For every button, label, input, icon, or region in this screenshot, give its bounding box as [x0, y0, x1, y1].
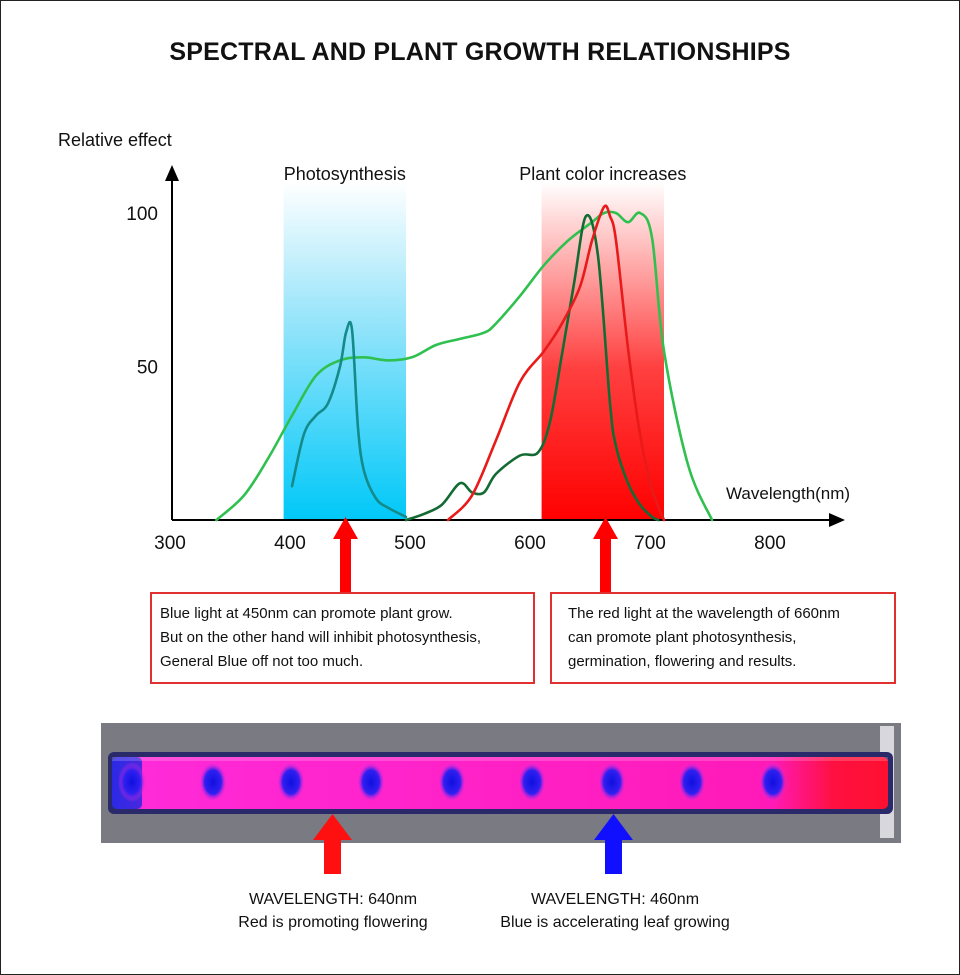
y-axis-arrowhead [165, 165, 179, 181]
series-line [446, 204, 666, 522]
note-line: germination, flowering and results. [568, 653, 797, 670]
y-tick-label: 50 [137, 358, 158, 379]
blue-led-dot [518, 762, 546, 802]
blue-led-dot [678, 762, 706, 802]
note-line: The red light at the wavelength of 660nm [568, 605, 840, 622]
y-tick-label: 100 [126, 204, 158, 225]
x-tick-label: 800 [754, 533, 786, 554]
note-line: Blue light at 450nm can promote plant gr… [160, 605, 453, 622]
blue-light-pointer-arrow [333, 517, 358, 594]
blue-led-dot [199, 762, 227, 802]
series-line [290, 320, 408, 519]
blue-wavelength-arrow [594, 814, 633, 874]
blue-led-dot [438, 762, 466, 802]
series-line [215, 210, 714, 522]
caption-wavelength: WAVELENGTH: 460nm [530, 891, 700, 908]
x-tick-label: 700 [634, 533, 666, 554]
blue-led-dot [118, 762, 146, 802]
blue-led-dot [357, 762, 385, 802]
caption-wavelength: WAVELENGTH: 640nm [248, 891, 418, 908]
note-line: But on the other hand will inhibit photo… [160, 629, 482, 646]
y-axis-label: Relative effect [58, 130, 172, 150]
series-line [404, 213, 660, 522]
figure-title: SPECTRAL AND PLANT GROWTH RELATIONSHIPS [169, 38, 791, 66]
x-tick-label: 500 [394, 533, 426, 554]
blue-led-dot [598, 762, 626, 802]
x-tick-label: 400 [274, 533, 306, 554]
band-label: Photosynthesis [284, 164, 406, 184]
blue-wavelength-caption: WAVELENGTH: 460nm Blue is accelerating l… [460, 888, 770, 934]
led-strip-photo [101, 723, 901, 843]
red-wavelength-arrow [313, 814, 352, 874]
blue-light-note: Blue light at 450nm can promote plant gr… [150, 592, 535, 684]
red-wavelength-caption: WAVELENGTH: 640nm Red is promoting flowe… [183, 888, 483, 934]
blue-led-dot [277, 762, 305, 802]
x-tick-label: 600 [514, 533, 546, 554]
spectral-band [283, 182, 406, 520]
caption-effect: Blue is accelerating leaf growing [500, 914, 730, 931]
red-light-note: The red light at the wavelength of 660nm… [550, 592, 896, 684]
note-line: can promote plant photosynthesis, [568, 629, 797, 646]
x-axis-label: Wavelength(nm) [726, 484, 850, 503]
blue-led-dot [759, 762, 787, 802]
x-tick-label: 300 [154, 533, 186, 554]
note-line: General Blue off not too much. [160, 653, 364, 670]
x-axis-arrowhead [829, 513, 845, 527]
caption-effect: Red is promoting flowering [238, 914, 428, 931]
band-label: Plant color increases [519, 164, 686, 184]
red-light-pointer-arrow [593, 517, 618, 594]
